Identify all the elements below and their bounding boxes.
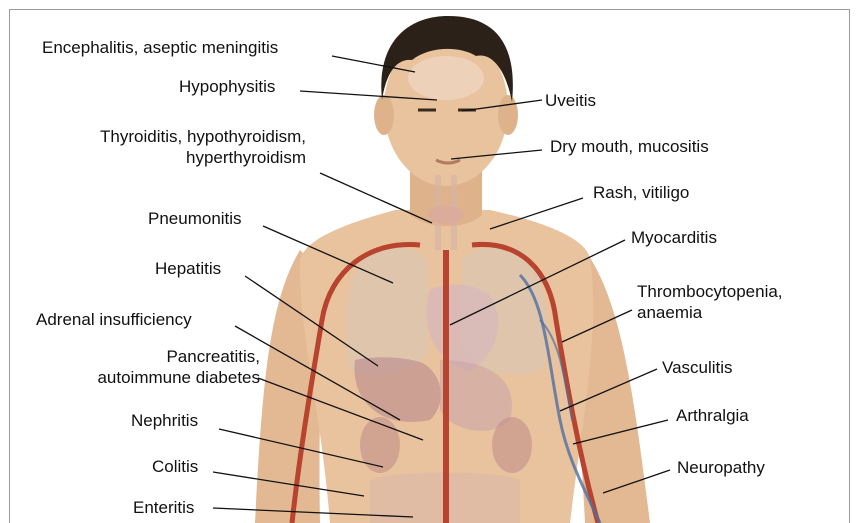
brain-overlay [408, 56, 484, 100]
label-pancreatitis-line-2: autoimmune diabetes [20, 367, 260, 388]
label-vasculitis: Vasculitis [662, 357, 733, 378]
left-ear [374, 95, 394, 135]
right-kidney [492, 417, 532, 473]
label-enteritis: Enteritis [133, 497, 194, 518]
label-encephalitis: Encephalitis, aseptic meningitis [42, 37, 278, 58]
label-myocarditis: Myocarditis [631, 227, 717, 248]
label-thrombocytopenia: Thrombocytopenia, anaemia [637, 281, 783, 323]
label-hypophysitis: Hypophysitis [179, 76, 275, 97]
label-uveitis: Uveitis [545, 90, 596, 111]
label-nephritis: Nephritis [131, 410, 198, 431]
thyroid-overlay [428, 206, 464, 224]
label-arthralgia: Arthralgia [676, 405, 749, 426]
label-thyroiditis-line-1: Thyroiditis, hypothyroidism, [20, 126, 306, 147]
label-hepatitis: Hepatitis [155, 258, 221, 279]
label-pancreatitis-line-1: Pancreatitis, [20, 346, 260, 367]
label-thrombocytopenia-line-1: Thrombocytopenia, [637, 281, 783, 302]
label-adrenal-insufficiency: Adrenal insufficiency [36, 309, 192, 330]
label-pneumonitis: Pneumonitis [148, 208, 242, 229]
label-pancreatitis: Pancreatitis, autoimmune diabetes [20, 346, 260, 388]
label-thrombocytopenia-line-2: anaemia [637, 302, 783, 323]
label-thyroiditis: Thyroiditis, hypothyroidism, hyperthyroi… [20, 126, 306, 168]
right-ear [498, 95, 518, 135]
label-dry-mouth: Dry mouth, mucositis [550, 136, 709, 157]
label-neuropathy: Neuropathy [677, 457, 765, 478]
label-colitis: Colitis [152, 456, 198, 477]
label-thyroiditis-line-2: hyperthyroidism [20, 147, 306, 168]
label-rash: Rash, vitiligo [593, 182, 689, 203]
left-kidney [360, 417, 400, 473]
